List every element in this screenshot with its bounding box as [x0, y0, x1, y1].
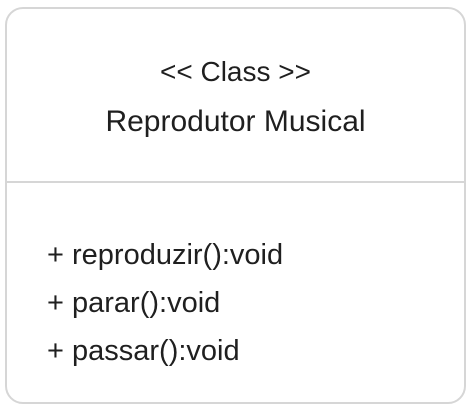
class-stereotype: << Class >> — [160, 56, 311, 87]
methods-compartment: + reproduzir():void + parar():void + pas… — [47, 231, 447, 375]
method-passar: + passar():void — [47, 335, 240, 367]
class-name: Reprodutor Musical — [105, 105, 366, 138]
class-header: << Class >> Reprodutor Musical — [7, 9, 464, 183]
uml-class-box: << Class >> Reprodutor Musical + reprodu… — [5, 7, 466, 404]
method-parar: + parar():void — [47, 287, 221, 319]
method-reproduzir: + reproduzir():void — [47, 239, 284, 271]
